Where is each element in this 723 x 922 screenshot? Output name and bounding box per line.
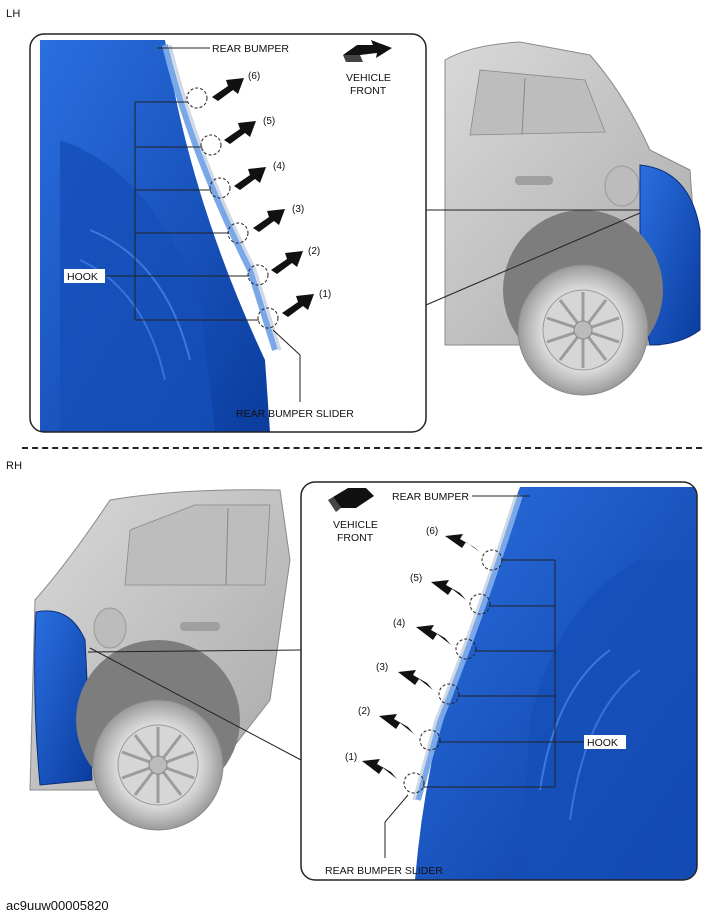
rh-step-1: (1) [345, 752, 357, 763]
lh-hook-1 [257, 307, 279, 329]
rh-hook-2 [419, 729, 441, 751]
lh-hook-6 [186, 87, 208, 109]
lh-step-1: (1) [319, 289, 331, 300]
rh-hook-5 [469, 593, 491, 615]
rh-detail-panel [301, 482, 697, 880]
rh-hook-3 [438, 683, 460, 705]
lh-hook-bracket [105, 101, 259, 321]
rh-hook-bracket [423, 559, 585, 788]
rh-zoom-leader-bottom [87, 649, 302, 653]
rh-arrow-4 [416, 625, 451, 645]
lh-arrows [212, 78, 314, 317]
rh-vehicle-front-label-2: FRONT [337, 532, 374, 544]
rh-step-2: (2) [358, 706, 370, 717]
lh-arrow-1 [282, 294, 314, 317]
rh-arrow-6 [445, 534, 480, 552]
rh-arrow-5 [431, 580, 466, 600]
rh-detail-frame [300, 481, 698, 881]
rh-hook-1 [403, 772, 425, 794]
lh-vehicle-front-icon [343, 40, 392, 62]
lh-arrow-3 [253, 209, 285, 232]
rh-arrow-3 [398, 670, 433, 690]
rh-rear-bumper-label: REAR BUMPER [392, 491, 469, 503]
lh-vehicle-front-label-2: FRONT [350, 85, 387, 97]
figure-code: ac9uuw00005820 [6, 898, 109, 913]
rh-step-4: (4) [393, 618, 405, 629]
rh-vehicle-front-icon [328, 488, 374, 512]
lh-rear-bumper-label: REAR BUMPER [212, 43, 289, 55]
rh-arrow-2 [379, 714, 414, 734]
rh-hook-4 [455, 638, 477, 660]
lh-zoom-leader-bottom [425, 212, 641, 306]
lh-hook-2 [247, 264, 269, 286]
lh-arrow-2 [271, 251, 303, 274]
lh-step-3: (3) [292, 204, 304, 215]
lh-detail-frame [29, 33, 427, 433]
rh-arrow-1 [362, 759, 397, 779]
section-divider [22, 447, 702, 449]
rh-rear-bumper-slider-label: REAR BUMPER SLIDER [325, 865, 443, 877]
rh-hook-label: HOOK [587, 737, 618, 749]
rh-step-3: (3) [376, 662, 388, 673]
lh-arrow-5 [224, 121, 256, 144]
lh-step-6: (6) [248, 71, 260, 82]
lh-hook-5 [200, 134, 222, 156]
lh-step-4: (4) [273, 161, 285, 172]
lh-step-5: (5) [263, 116, 275, 127]
rh-vehicle-image [29, 489, 291, 831]
lh-vehicle-image [444, 41, 701, 396]
lh-hook-4 [209, 177, 231, 199]
lh-step-2: (2) [308, 246, 320, 257]
rh-vehicle-front-label-1: VEHICLE [333, 519, 378, 531]
rh-step-6: (6) [426, 526, 438, 537]
rh-step-5: (5) [410, 573, 422, 584]
lh-arrow-4 [234, 167, 266, 190]
section-label-lh: LH [6, 8, 21, 20]
lh-rear-bumper-slider-label: REAR BUMPER SLIDER [236, 408, 354, 420]
rh-zoom-leader-top [89, 647, 302, 761]
section-label-rh: RH [6, 460, 23, 472]
lh-hook-label: HOOK [67, 271, 98, 283]
lh-arrow-6 [212, 78, 244, 101]
lh-detail-panel [30, 34, 426, 432]
lh-vehicle-front-label-1: VEHICLE [346, 72, 391, 84]
rh-arrows [362, 534, 480, 779]
